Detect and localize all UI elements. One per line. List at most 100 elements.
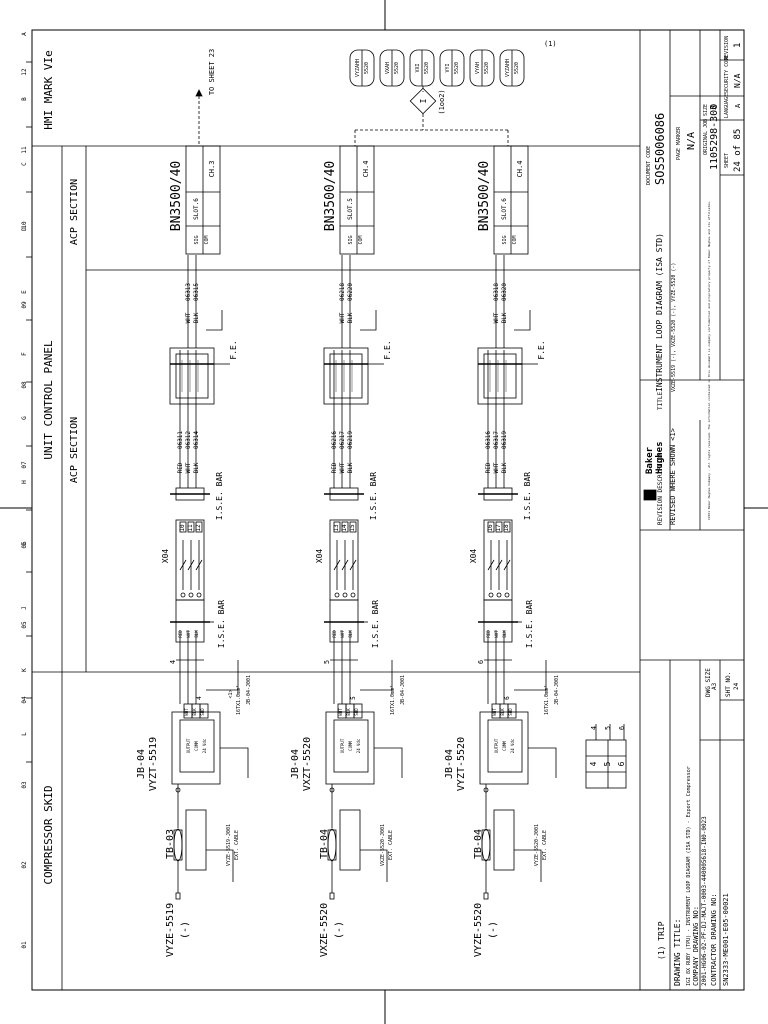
wire-color: RED [177,462,184,473]
legend-row: 4 [589,761,598,766]
ext-cable-label: EXT. CABLE [542,830,548,860]
jb-cable: JB-04-J001 [400,675,406,705]
grid-row-08: 08 [21,381,28,389]
ext-cable: VYZE-5519-J001 [226,824,232,866]
language: A [734,103,742,108]
transmitter [487,719,523,773]
wire-color: BLK [347,462,354,473]
grid-col-E: E [21,290,28,294]
hmi-sub: 5520 [394,62,400,74]
to-sheet: TO SHEET 23 [208,49,216,95]
wire-color-out: WHT [185,312,192,323]
wire-color-out: BLK [501,312,508,323]
grid-row-07: 07 [21,461,28,469]
grid-row-03: 03 [21,781,28,789]
grid-row-01: 01 [21,941,28,949]
sht-no-label: SHT NO. [725,672,732,697]
ise-term: BLK [502,630,507,638]
ise-bar-low: I.S.E. BAR [525,600,534,648]
wire-number: 06219 [347,431,354,449]
wire-color: RED [485,462,492,473]
wire-color-out: WHT [493,312,500,323]
tb-label: TB-04 [319,829,330,859]
tb-label: TB-04 [473,829,484,859]
wire-color: BLK [501,462,508,473]
pair-number-jb: 4 [196,696,203,700]
jb-inner: COMM [194,741,199,751]
rev-marker: <1> [228,689,234,698]
jb-inner: COMM [348,741,353,751]
module-channel: CH.4 [516,161,524,178]
sensor-tag: VXZE-5520 [319,903,330,957]
grid-col-J: J [21,606,28,610]
legend-row-right: 6 [618,726,626,730]
grid-row-10: 10 [21,221,28,229]
jb-term: BLK [346,708,351,716]
language-label: LANGUAGE [724,94,730,118]
grid-col-I: I [21,542,28,546]
x04-term: 13 [333,524,340,532]
galvanic-isolator [477,347,523,405]
grid-col-L: L [21,732,28,736]
module-com: COM [512,235,518,244]
wire-number: 06217 [339,431,346,449]
ise-term: WHT [186,630,191,638]
x04-term: 14 [341,524,348,532]
jb-inner: OUTPUT [186,738,191,753]
revision-label: REVISION [724,36,730,60]
jb-term: WHT [338,708,343,716]
galvanic-isolator [169,347,215,405]
legend-row: 6 [617,761,626,766]
wire-color: BLK [193,462,200,473]
module-com: COM [204,235,210,244]
wire-color-out: BLK [193,312,200,323]
jb-inner: 24 Vdc [510,738,515,753]
jb-cable-spec: 16TX1.0mm² [236,685,242,715]
dwg-size-label: DWG SIZE [705,668,712,697]
jb-term: SHD [508,708,513,716]
module-name: BN3500/40 [323,161,338,231]
x04-term: 12 [195,524,202,532]
jb-term: BLK [192,708,197,716]
jb-inner: 24 Vdc [202,738,207,753]
dwg-size: A3 [711,682,718,690]
jb-term: SHD [354,708,359,716]
hmi-tag: VXI [415,63,421,72]
grid-col-D: D [21,227,28,231]
module-sig: SIG [348,235,354,244]
x04-label: X04 [161,549,170,564]
logic-block [409,87,437,115]
logo-mark [643,489,657,501]
ise-term: BLK [348,630,353,638]
footnote: (1) TRIP [657,921,666,960]
hmi-tag: VYI [445,63,451,72]
fe-label: F.E. [229,340,238,359]
transmitter [333,719,369,773]
hmi-note: (1) [544,40,557,48]
ise-term: BLK [194,630,199,638]
x04-term: 17 [495,524,502,532]
x04-label: X04 [469,549,478,564]
sensor-polarity: (-) [488,921,499,939]
transmitter [179,719,215,773]
section-acp-top: ACP SECTION [69,179,80,245]
section-skid: COMPRESSOR SKID [42,785,55,884]
jb-label: JB-04 [444,749,455,779]
pair-number-jb: 6 [504,696,511,700]
grid-col-K: K [21,668,28,672]
hmi-sub: 5520 [484,62,490,74]
sensor-tag: VYZE-5519 [165,903,176,957]
wire-number: 06311 [177,431,184,449]
module-com: COM [358,235,364,244]
x04-terminal-strip [175,519,205,601]
hmi-sub: 5520 [514,62,520,74]
wire-color-out: WHT [339,312,346,323]
page-marker: N/A [686,132,697,150]
ext-cable-label: EXT. CABLE [388,830,394,860]
